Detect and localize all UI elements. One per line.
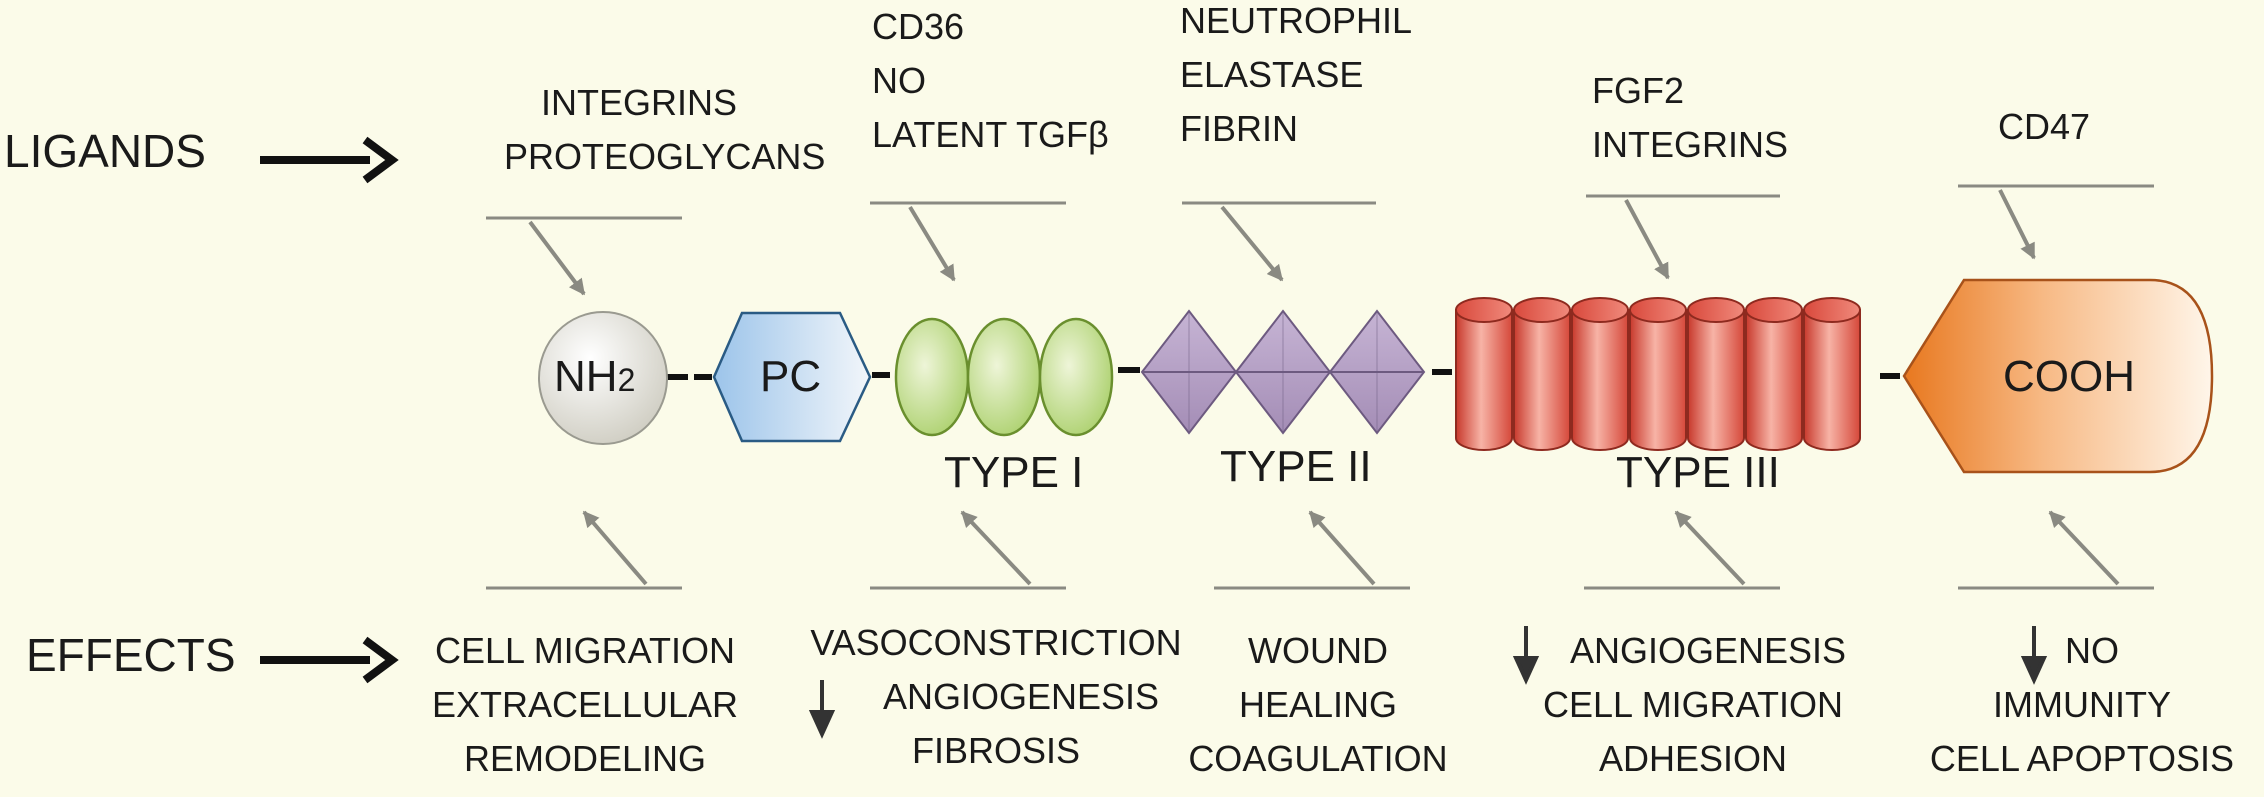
- effect-item: ANGIOGENESIS: [1569, 630, 1847, 671]
- cooh-domain-label: COOH: [2003, 352, 2135, 401]
- type2-domain-shape: [1140, 309, 1426, 435]
- effect-item: ANGIOGENESIS: [882, 676, 1160, 717]
- effect-item: IMMUNITY: [1993, 684, 2171, 725]
- type3-cylinder: [1513, 297, 1571, 451]
- type3-cylinder: [1629, 297, 1687, 451]
- effects-row-arrow: [260, 636, 399, 684]
- effects-nh2: CELL MIGRATION EXTRACELLULAR REMODELING: [420, 624, 750, 786]
- ligand-item: PROTEOGLYCANS: [504, 136, 826, 177]
- effects-type1: VASOCONSTRICTION ANGIOGENESIS FIBROSIS: [800, 616, 1192, 778]
- effects-type2: WOUND HEALING COAGULATION: [1178, 624, 1458, 786]
- ligand-item: CD36: [872, 6, 965, 47]
- effect-item: CELL APOPTOSIS: [1929, 738, 2235, 779]
- ligand-item: INTEGRINS: [1592, 124, 1789, 165]
- type3-cylinder: [1687, 297, 1745, 451]
- effect-item: CELL MIGRATION: [434, 630, 736, 671]
- type1-domain-shape: [894, 317, 1114, 437]
- pc-domain-shape: [712, 311, 872, 443]
- effect-connectors: [486, 510, 2154, 590]
- cooh-domain-shape: [1902, 278, 2214, 474]
- ligand-item: ELASTASE: [1180, 54, 1364, 95]
- ligands-nh2: INTEGRINS PROTEOGLYCANS: [504, 76, 826, 184]
- effects-cooh: NO IMMUNITY CELL APOPTOSIS: [1912, 624, 2252, 786]
- nh2-domain-shape: [538, 311, 668, 445]
- ligands-type2: NEUTROPHIL ELASTASE FIBRIN: [1180, 0, 1412, 156]
- ligand-item: FIBRIN: [1180, 108, 1299, 149]
- effect-item: FIBROSIS: [911, 730, 1081, 771]
- chain-connectors: [666, 367, 1900, 380]
- effect-item: REMODELING: [463, 738, 707, 779]
- effects-type3: ANGIOGENESIS CELL MIGRATION ADHESION: [1520, 624, 1866, 786]
- pc-domain-label: PC: [760, 352, 822, 401]
- ligands-cooh: CD47: [1998, 100, 2090, 154]
- ligands-type3: FGF2 INTEGRINS: [1592, 64, 1788, 172]
- ligand-item: LATENT TGFβ: [872, 114, 1109, 155]
- ligand-item: NO: [872, 60, 926, 101]
- type3-cylinder: [1803, 297, 1861, 451]
- ligand-connectors: [486, 184, 2154, 296]
- ligands-type1: CD36 NO LATENT TGFβ: [872, 0, 1109, 162]
- nh2-domain-label: NH2: [554, 352, 636, 401]
- effect-item: WOUND: [1248, 630, 1388, 671]
- ligand-item: CD47: [1998, 106, 2091, 147]
- ligands-row-arrow: [260, 136, 399, 184]
- effect-item: COAGULATION: [1188, 738, 1448, 779]
- decrease-arrows: [808, 626, 2048, 739]
- ligand-item: INTEGRINS: [540, 82, 737, 123]
- effect-item: HEALING: [1238, 684, 1398, 725]
- effects-row-label: EFFECTS: [26, 629, 236, 681]
- ligands-row-label: LIGANDS: [4, 125, 206, 177]
- type3-cylinder: [1571, 297, 1629, 451]
- type3-label: TYPE III: [1616, 448, 1780, 497]
- effect-item: ADHESION: [1598, 738, 1788, 779]
- ligand-item: FGF2: [1592, 70, 1685, 111]
- effect-item: CELL MIGRATION: [1542, 684, 1844, 725]
- type3-cylinder: [1745, 297, 1803, 451]
- type3-cylinder: [1455, 297, 1513, 451]
- type2-label: TYPE II: [1220, 442, 1372, 491]
- effect-item: EXTRACELLULAR: [431, 684, 739, 725]
- ligand-item: NEUTROPHIL: [1180, 0, 1413, 41]
- type1-label: TYPE I: [944, 448, 1084, 497]
- effect-item: VASOCONSTRICTION: [810, 622, 1182, 663]
- type3-domain-shape: [1455, 297, 1861, 451]
- effect-item: NO: [2065, 630, 2119, 671]
